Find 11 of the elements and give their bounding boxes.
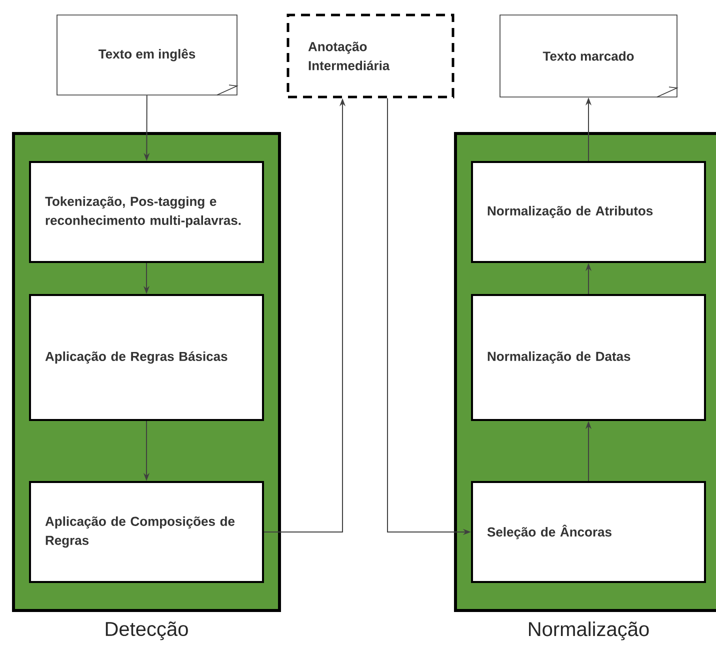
document-box: Texto em inglês <box>56 14 238 96</box>
node-label: Detecção <box>106 622 188 640</box>
process-box: Normalização de Atributos <box>471 161 706 263</box>
dashed-box: Anotação Intermediária <box>286 14 454 98</box>
process-box: Aplicação de Regras Básicas <box>29 294 264 421</box>
process-box: Tokenização, Pos-tagging e reconhecimento multi-palavras. <box>29 161 264 263</box>
node-label: Normalização <box>529 622 649 640</box>
process-box: Seleção de Âncoras <box>471 480 706 583</box>
document-box: Texto marcado <box>500 14 678 98</box>
process-box: Normalização de Datas <box>471 294 706 421</box>
process-box: Aplicação de Composições de Regras <box>29 480 264 583</box>
